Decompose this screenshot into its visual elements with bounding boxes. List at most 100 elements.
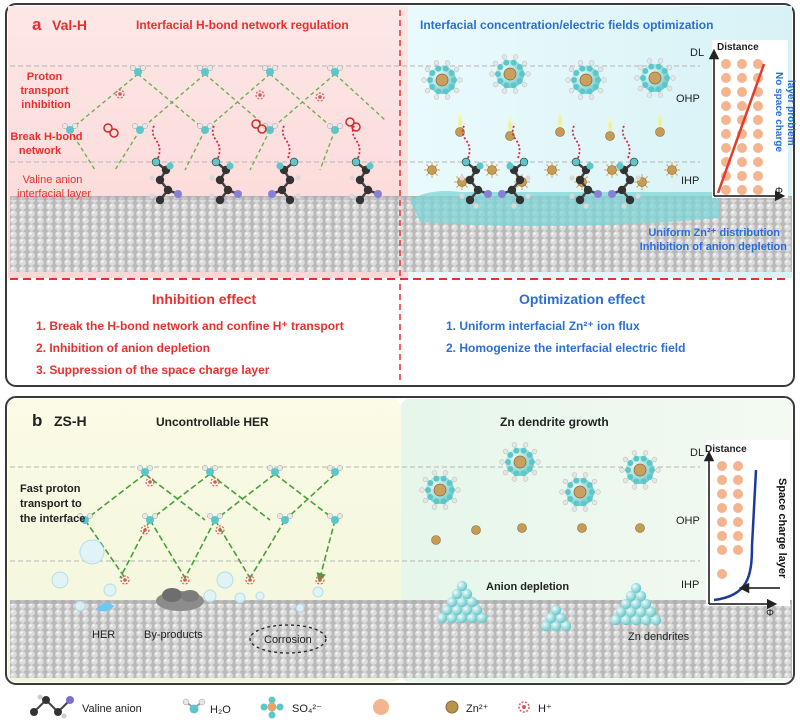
- ion-dot: [753, 157, 763, 167]
- optimization-effect-title: Optimization effect: [519, 291, 645, 307]
- valine-anion: [209, 123, 242, 209]
- water-molecule: [327, 65, 343, 76]
- bubble: [103, 583, 117, 597]
- dendrite-pile: [436, 580, 488, 624]
- ion-dot: [753, 129, 763, 139]
- so4-clusters-a: [421, 54, 676, 100]
- ion-dot: [737, 87, 747, 97]
- ion-dot: [737, 157, 747, 167]
- inhibition-item-2: 2. Inhibition of anion depletion: [36, 341, 210, 355]
- proton: [115, 89, 125, 99]
- so4-legend-icon: [260, 696, 284, 719]
- distance-label-b: Distance: [705, 444, 747, 455]
- inhibition-item-3: 3. Suppression of the space charge layer: [36, 363, 270, 377]
- ion-dot: [733, 503, 743, 513]
- ion-dot: [737, 185, 747, 195]
- bubble: [234, 592, 246, 604]
- ion-dot: [733, 461, 743, 471]
- panel-b-letter: b: [32, 411, 42, 430]
- zn-ion: [555, 127, 565, 137]
- water-molecule: [277, 513, 293, 524]
- ion-dot: [721, 87, 731, 97]
- ion-dot: [733, 517, 743, 527]
- inhibition-item-1: 1. Break the H-bond network and confine …: [36, 319, 344, 333]
- hbond-network-b: [84, 473, 336, 578]
- zn-dendrites-label: Zn dendrites: [628, 631, 690, 643]
- potential-curve-b: [713, 469, 758, 602]
- legend-valine: Valine anion: [82, 703, 142, 715]
- bubble: [203, 589, 217, 603]
- ion-dot: [733, 545, 743, 555]
- zn-ion: [577, 523, 587, 533]
- hbond-network-a: [69, 73, 386, 171]
- dl-label-b: DL: [690, 447, 704, 459]
- ion-dot: [717, 545, 727, 555]
- uniform-zn-label: Uniform Zn²⁺ distribution: [648, 227, 780, 239]
- so4-cluster: [559, 472, 601, 512]
- byproducts-blob: [156, 588, 204, 611]
- h2o-legend-icon: [182, 698, 206, 714]
- ion-dot: [721, 143, 731, 153]
- proton: [120, 575, 130, 585]
- optimization-item-2: 2. Homogenize the interfacial electric f…: [446, 341, 685, 355]
- bubble: [79, 539, 105, 565]
- hydrogen-bubbles: [51, 539, 324, 613]
- legend-zn: Zn²⁺: [466, 703, 489, 715]
- h-legend-icon: [518, 701, 530, 713]
- ion-dot: [753, 101, 763, 111]
- water-molecule: [262, 65, 278, 76]
- panel-a: DL OHP IHP Distance Φ No space charge la…: [5, 3, 796, 387]
- bubble: [255, 591, 265, 601]
- valine-anions-a: [149, 123, 382, 209]
- phi-label-a: Φ: [775, 186, 783, 197]
- so4-cluster: [419, 470, 461, 510]
- panel-a-name: Val-H: [52, 17, 87, 33]
- so4-cluster: [634, 58, 676, 98]
- inhibition-mark: [345, 117, 355, 127]
- ion-dot: [753, 143, 763, 153]
- legend-h2o: H₂O: [210, 704, 231, 716]
- svg-text:Break H-bond network: Break H-bond network: [10, 131, 85, 157]
- zn-ion: [635, 523, 645, 533]
- so4-cluster: [619, 450, 661, 490]
- zn-ion-solvated: [664, 162, 680, 178]
- proton: [180, 575, 190, 585]
- dendrite-pile: [610, 582, 662, 626]
- valine-anion: [498, 123, 531, 209]
- water-molecule: [327, 465, 343, 476]
- no-space-charge-1: No space charge: [773, 72, 784, 152]
- water-molecule: [327, 513, 343, 524]
- proton-inhibition-3: inhibition: [21, 99, 71, 111]
- proton: [315, 575, 325, 585]
- her-label: HER: [92, 629, 115, 641]
- bubble: [295, 603, 305, 613]
- proton: [255, 90, 265, 100]
- optimization-item-1: 1. Uniform interfacial Zn²⁺ ion flux: [446, 319, 640, 333]
- water-molecule: [77, 513, 93, 524]
- ohp-label-b: OHP: [676, 515, 700, 527]
- dendrite-pile: [540, 604, 572, 632]
- so4-cluster: [565, 60, 607, 100]
- svg-text:Fast proton transport to: Fast proton transport to the interface: [20, 483, 85, 525]
- ion-dot: [721, 129, 731, 139]
- ion-dot: [753, 115, 763, 125]
- proton: [145, 477, 155, 487]
- water-molecule: [327, 123, 343, 134]
- valine-anion: [569, 123, 602, 209]
- ion-dot: [737, 73, 747, 83]
- panel-a-letter: a: [32, 15, 42, 34]
- ion-dot: [753, 185, 763, 195]
- legend-so4: SO₄²⁻: [292, 703, 322, 715]
- potential-chart-a: Distance Φ No space charge layer problem: [708, 40, 796, 202]
- byproducts-label: By-products: [144, 629, 203, 641]
- svg-text:Valine anion interfacial: Valine anion interfacial layer: [17, 174, 91, 200]
- inhibition-mark: [251, 119, 261, 129]
- break-hbond-2: network: [19, 145, 62, 157]
- no-space-charge-2: layer problem: [785, 80, 796, 146]
- valine-anion: [459, 123, 492, 209]
- ion-dot: [721, 115, 731, 125]
- ohp-label-a: OHP: [676, 93, 700, 105]
- ion-dot: [717, 489, 727, 499]
